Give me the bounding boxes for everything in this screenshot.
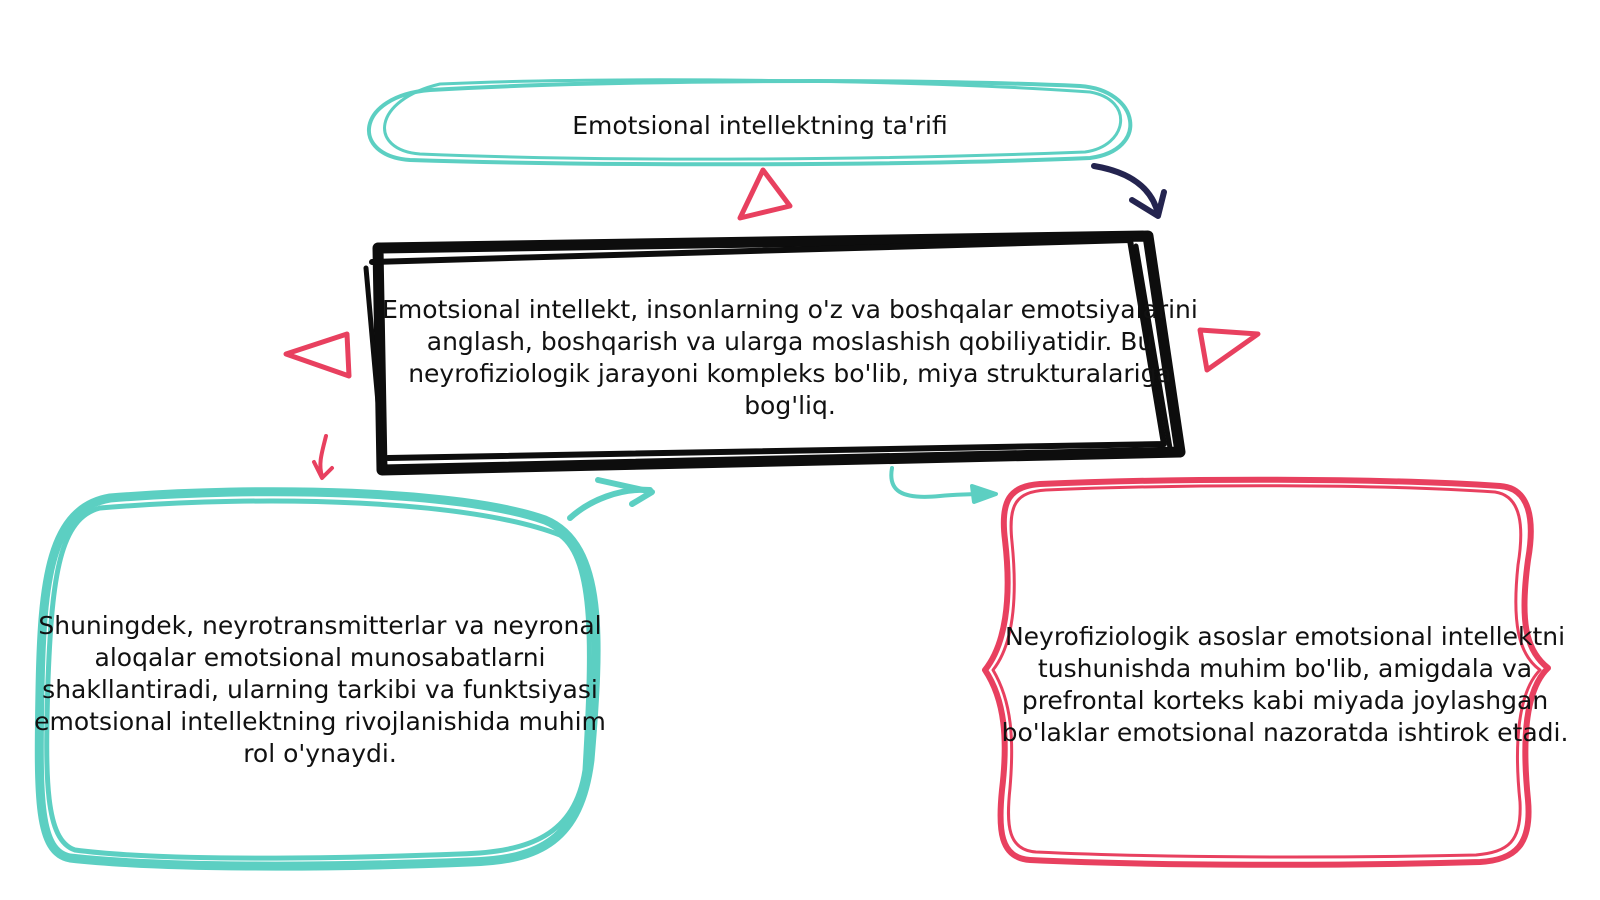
curved-arrow-icon — [312, 434, 334, 480]
left-node-text: Shuningdek, neyrotransmitterlar va neyro… — [34, 611, 606, 768]
title-node-border — [367, 78, 1133, 167]
right-node-text: Neyrofiziologik asoslar emotsional intel… — [1001, 622, 1569, 747]
right-node-border — [982, 476, 1551, 868]
title-node-text: Emotsional intellektning ta'rifi — [572, 111, 948, 140]
triangle-outline-icon — [737, 167, 793, 221]
left-node-border — [34, 487, 601, 871]
curved-arrow-icon — [889, 466, 998, 504]
center-node-border — [363, 230, 1186, 476]
curved-arrow-icon — [1091, 163, 1167, 219]
center-node-text: Emotsional intellekt, insonlarning o'z v… — [382, 294, 1198, 420]
triangle-outline-icon — [1197, 327, 1261, 373]
triangle-outline-icon — [283, 331, 352, 379]
curved-arrow-icon — [567, 477, 655, 521]
